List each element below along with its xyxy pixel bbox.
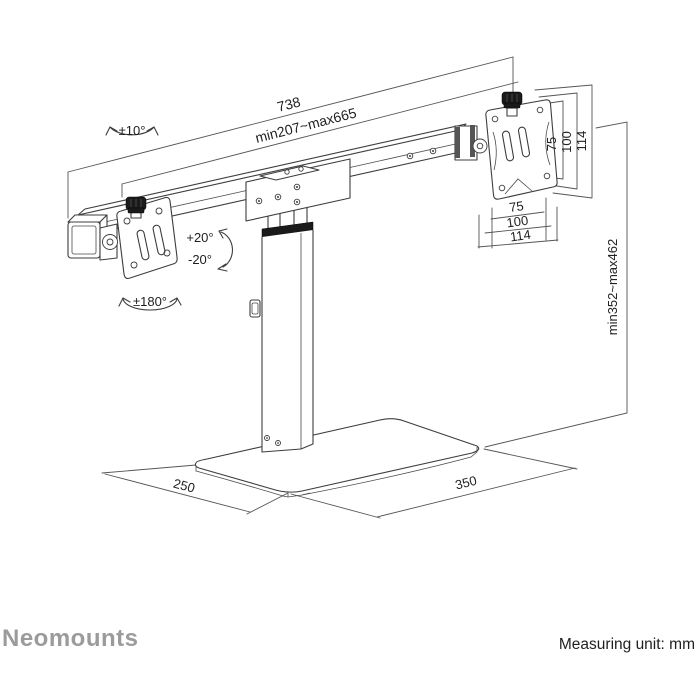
dim-vesa-h114-label: 114 bbox=[509, 227, 532, 245]
dim-bar-total-label: 738 bbox=[275, 93, 302, 114]
tilt-down-label: -20° bbox=[188, 252, 212, 267]
swivel-arc-icon bbox=[105, 126, 159, 136]
dim-base-width-label: 350 bbox=[454, 473, 479, 493]
dim-height-range-label: min352~max462 bbox=[605, 239, 620, 335]
dim-vesa-v114-label: 114 bbox=[574, 131, 589, 152]
center-pole bbox=[245, 158, 351, 453]
rotate-arc-icon bbox=[118, 297, 182, 311]
measuring-unit-label: Measuring unit: mm bbox=[559, 636, 695, 653]
tilt-arrow-icon bbox=[217, 228, 234, 272]
brand-logo: Neomounts bbox=[2, 625, 139, 652]
dim-vesa-v75-label: 75 bbox=[544, 137, 559, 151]
dim-vesa-h100-label: 100 bbox=[506, 213, 530, 231]
right-knob bbox=[501, 91, 523, 117]
dim-vesa-h75-label: 75 bbox=[508, 198, 524, 215]
rotate-angle-label: ±180° bbox=[133, 294, 167, 309]
base-plate bbox=[194, 418, 480, 498]
arm-end-block bbox=[67, 221, 101, 259]
left-knob bbox=[125, 196, 147, 219]
height-release-clip bbox=[249, 299, 261, 318]
dim-vesa-v100-label: 100 bbox=[559, 131, 574, 153]
left-vesa-plate bbox=[116, 196, 178, 280]
right-monitor-mount bbox=[454, 91, 558, 200]
swivel-angle-label: ±10° bbox=[119, 123, 146, 138]
tilt-up-label: +20° bbox=[186, 230, 213, 245]
left-monitor-mount bbox=[67, 196, 178, 280]
dim-base-depth-label: 250 bbox=[172, 476, 197, 496]
